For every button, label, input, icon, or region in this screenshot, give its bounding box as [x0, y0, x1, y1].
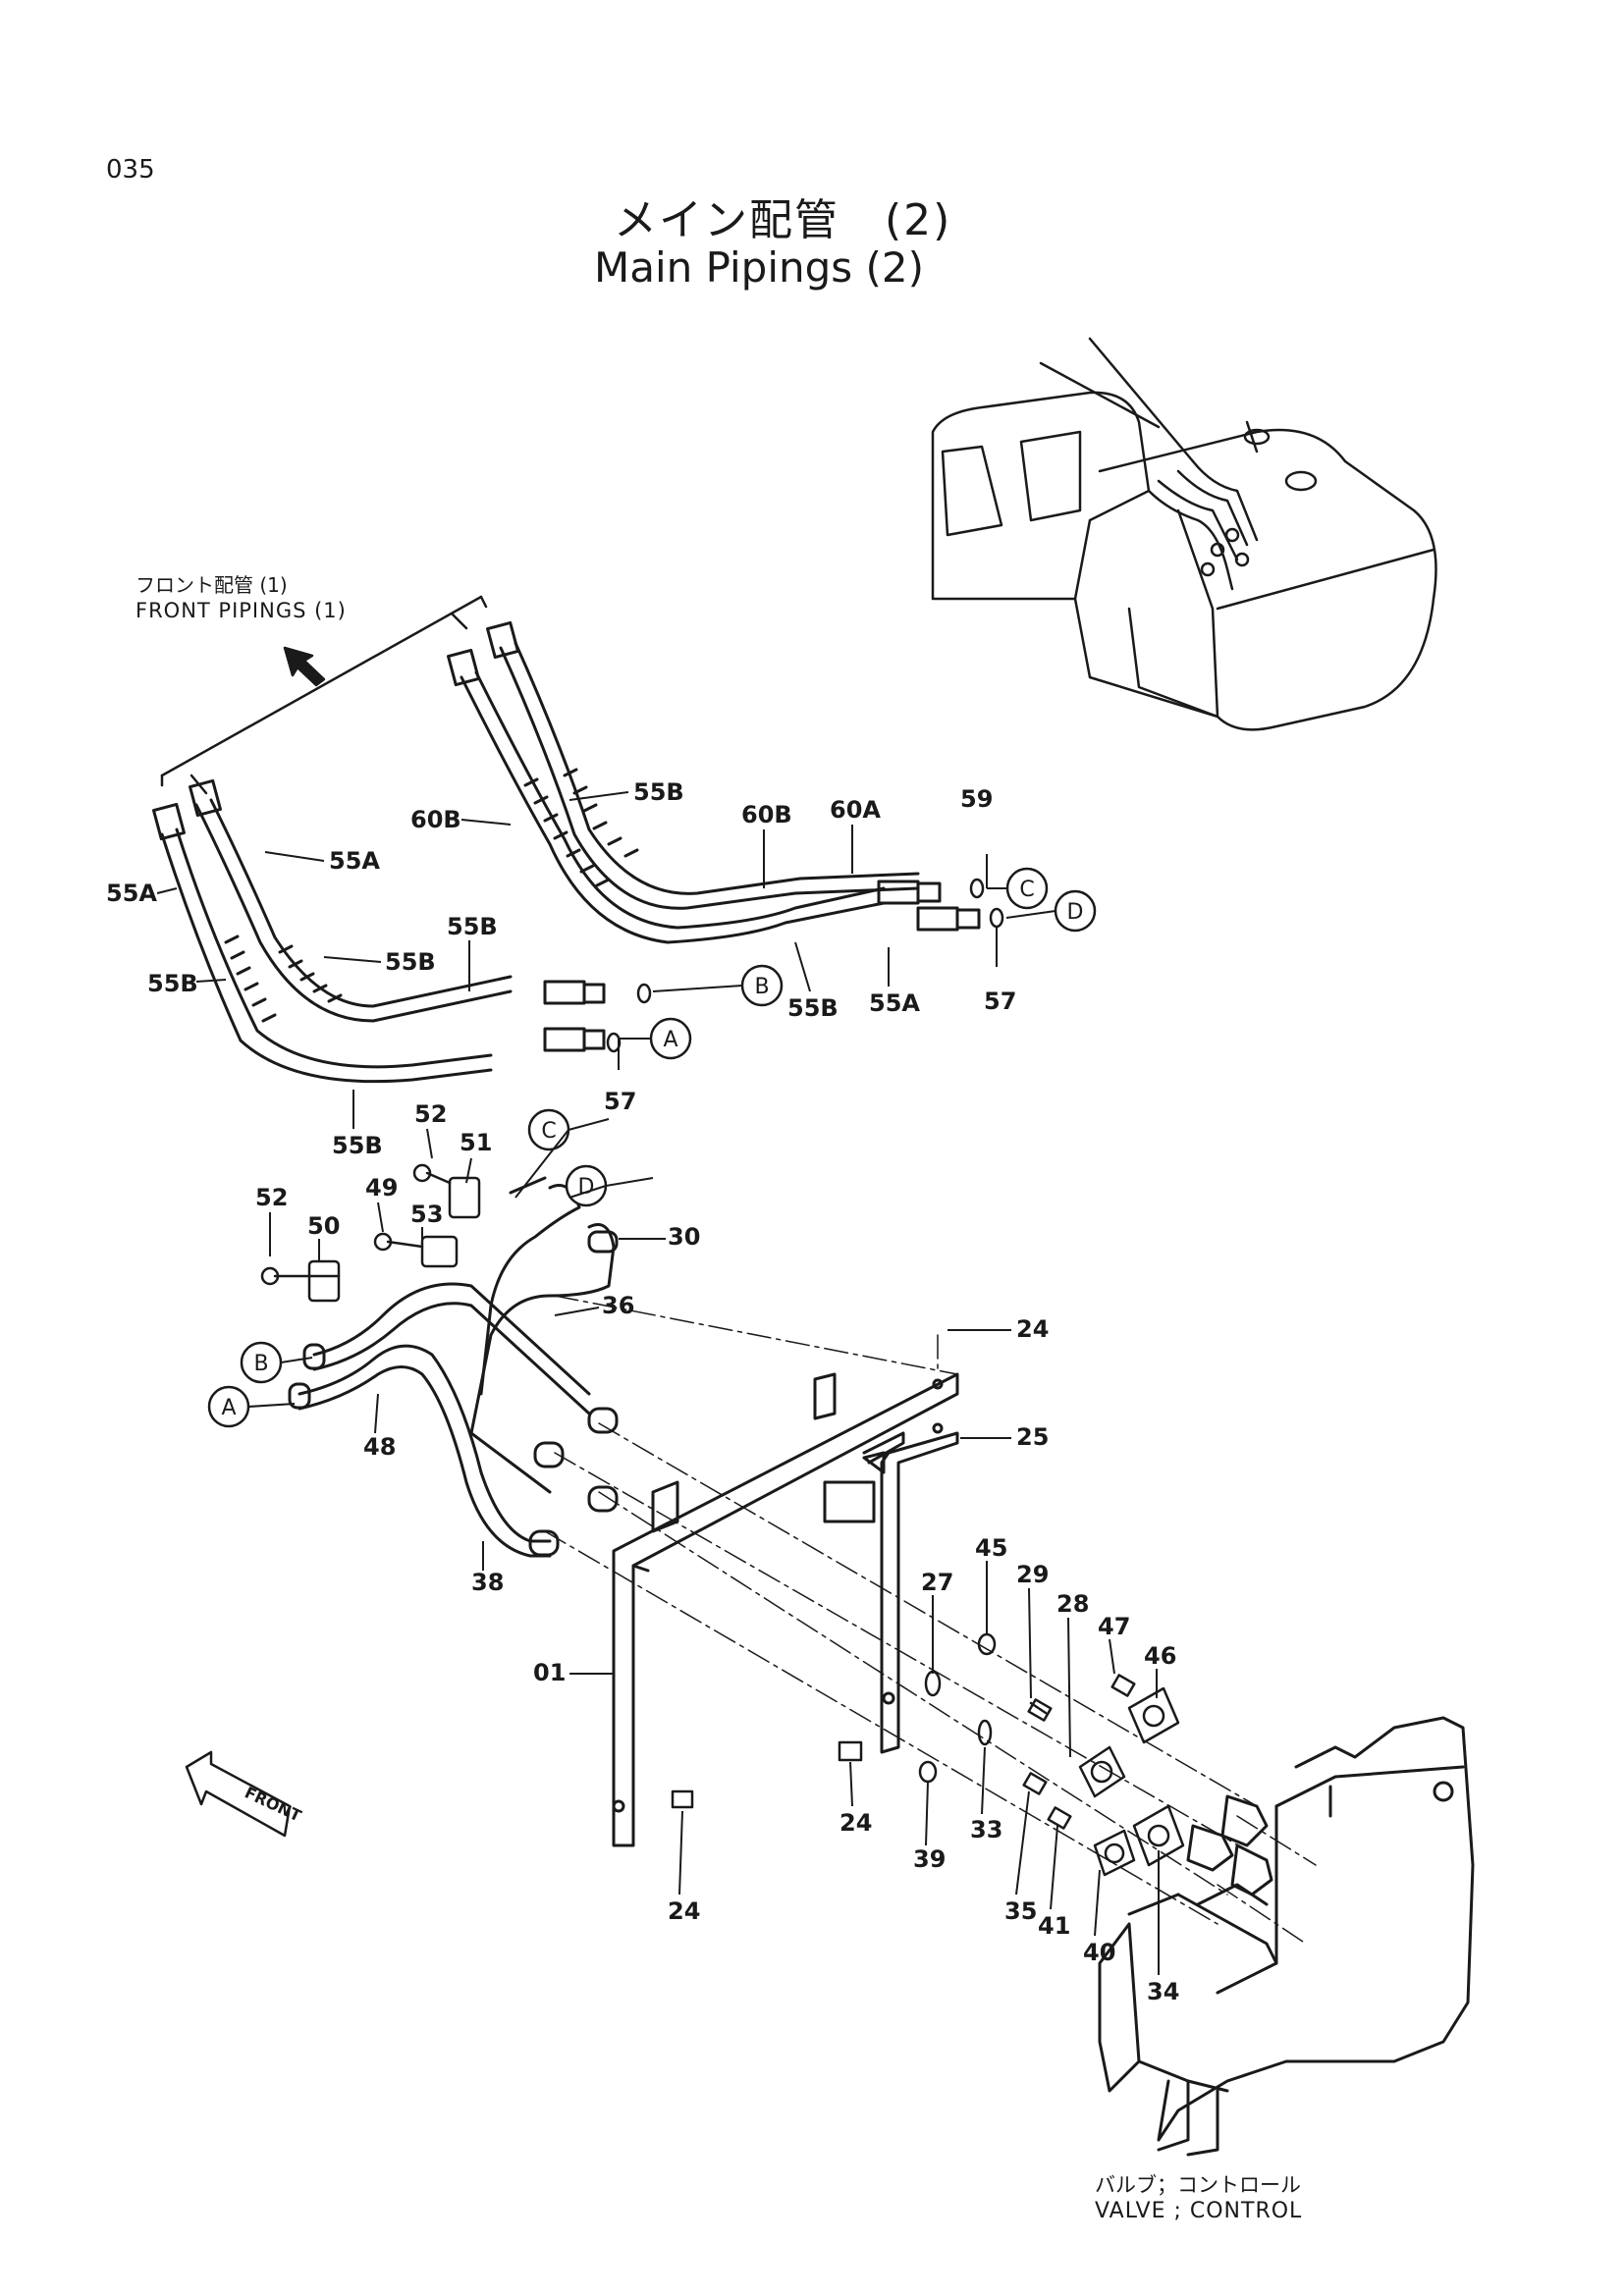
part-label: 50: [307, 1212, 340, 1240]
part-label: 25: [1016, 1423, 1049, 1451]
connection-marker-a1: A: [649, 1017, 692, 1060]
svg-text:C: C: [1019, 878, 1034, 902]
tube-assembly: [288, 1176, 619, 1558]
page-number: 035: [106, 155, 155, 185]
part-label: 55B: [787, 994, 839, 1022]
part-label: 57: [604, 1088, 636, 1115]
part-label: 52: [414, 1100, 447, 1128]
part-label: 52: [255, 1184, 288, 1211]
connection-marker-a2: A: [207, 1385, 250, 1428]
part-label: 24: [668, 1897, 700, 1925]
front-pipings-label-en: FRONT PIPINGS (1): [135, 599, 347, 622]
hose-group-left: [152, 778, 606, 1084]
part-label: 55A: [869, 989, 920, 1017]
valve-hardware: [671, 1632, 1185, 1877]
connection-marker-d1: D: [1054, 889, 1097, 933]
part-label: 49: [365, 1174, 398, 1201]
part-label: 24: [839, 1809, 872, 1837]
part-label: 39: [913, 1845, 946, 1873]
part-label: 59: [960, 785, 993, 813]
connection-marker-d2: D: [565, 1164, 608, 1207]
part-label: 41: [1038, 1912, 1070, 1940]
part-label: 55A: [106, 880, 157, 907]
part-label: 45: [975, 1534, 1007, 1562]
part-label: 55B: [385, 948, 436, 976]
part-label: 53: [410, 1201, 443, 1228]
part-label: 60B: [741, 801, 792, 828]
part-label: 30: [668, 1223, 700, 1251]
connection-marker-b2: B: [240, 1341, 283, 1384]
part-label: 33: [970, 1816, 1002, 1843]
svg-text:C: C: [541, 1119, 556, 1144]
front-direction-arrow-icon: FRONT: [185, 1750, 304, 1838]
part-label: 55B: [147, 970, 198, 997]
part-label: 01: [533, 1659, 566, 1686]
control-valve-label-en: VALVE ; CONTROL: [1095, 2199, 1303, 2223]
svg-text:B: B: [253, 1352, 268, 1376]
part-label: 36: [602, 1292, 634, 1319]
part-label: 38: [471, 1569, 504, 1596]
front-pipings-bracket: [160, 595, 488, 795]
front-pipings-label-jp: フロント配管 (1): [135, 573, 288, 597]
part-label: 46: [1144, 1642, 1176, 1670]
page-title-jp: メイン配管 (2): [614, 195, 952, 245]
control-valve-label-jp: バルブ；コントロール: [1095, 2173, 1301, 2197]
page-title-en: Main Pipings (2): [594, 243, 925, 292]
part-label: 55B: [447, 913, 498, 940]
svg-text:A: A: [221, 1396, 236, 1420]
connection-marker-b1: B: [740, 964, 784, 1007]
part-label: 35: [1004, 1897, 1037, 1925]
clamp-group: [260, 1163, 481, 1303]
excavator-thumbnail-icon: [931, 337, 1437, 731]
part-label: 57: [984, 988, 1016, 1015]
part-label: 55B: [332, 1132, 383, 1159]
part-label: 27: [921, 1569, 953, 1596]
up-left-arrow-icon: [283, 646, 326, 687]
part-label: 28: [1056, 1590, 1089, 1618]
part-label: 51: [460, 1129, 492, 1156]
part-label: 48: [363, 1433, 396, 1461]
part-label: 34: [1147, 1978, 1179, 2005]
part-label: 55A: [329, 847, 380, 875]
alignment-lines: [544, 1295, 1317, 1945]
connection-marker-c2: C: [527, 1108, 570, 1151]
bracket-assembly: [612, 1372, 959, 1847]
control-valve-body: [1098, 1716, 1475, 2157]
part-label: 47: [1098, 1613, 1130, 1640]
svg-text:A: A: [663, 1028, 677, 1052]
part-label: 55B: [633, 778, 684, 806]
part-label: 60B: [410, 806, 461, 833]
part-labels: 55A 55A 55B 55B 55B 55B 55B 55B 55A 60B …: [106, 778, 1179, 2005]
part-label: 24: [1016, 1315, 1049, 1343]
svg-text:D: D: [578, 1175, 595, 1200]
hose-group-right: [447, 620, 981, 944]
part-label: 60A: [830, 796, 881, 824]
part-label: 29: [1016, 1561, 1049, 1588]
svg-text:D: D: [1067, 900, 1084, 925]
svg-text:B: B: [754, 975, 769, 999]
part-label: 40: [1083, 1939, 1115, 1966]
connection-marker-c1: C: [1005, 867, 1049, 910]
